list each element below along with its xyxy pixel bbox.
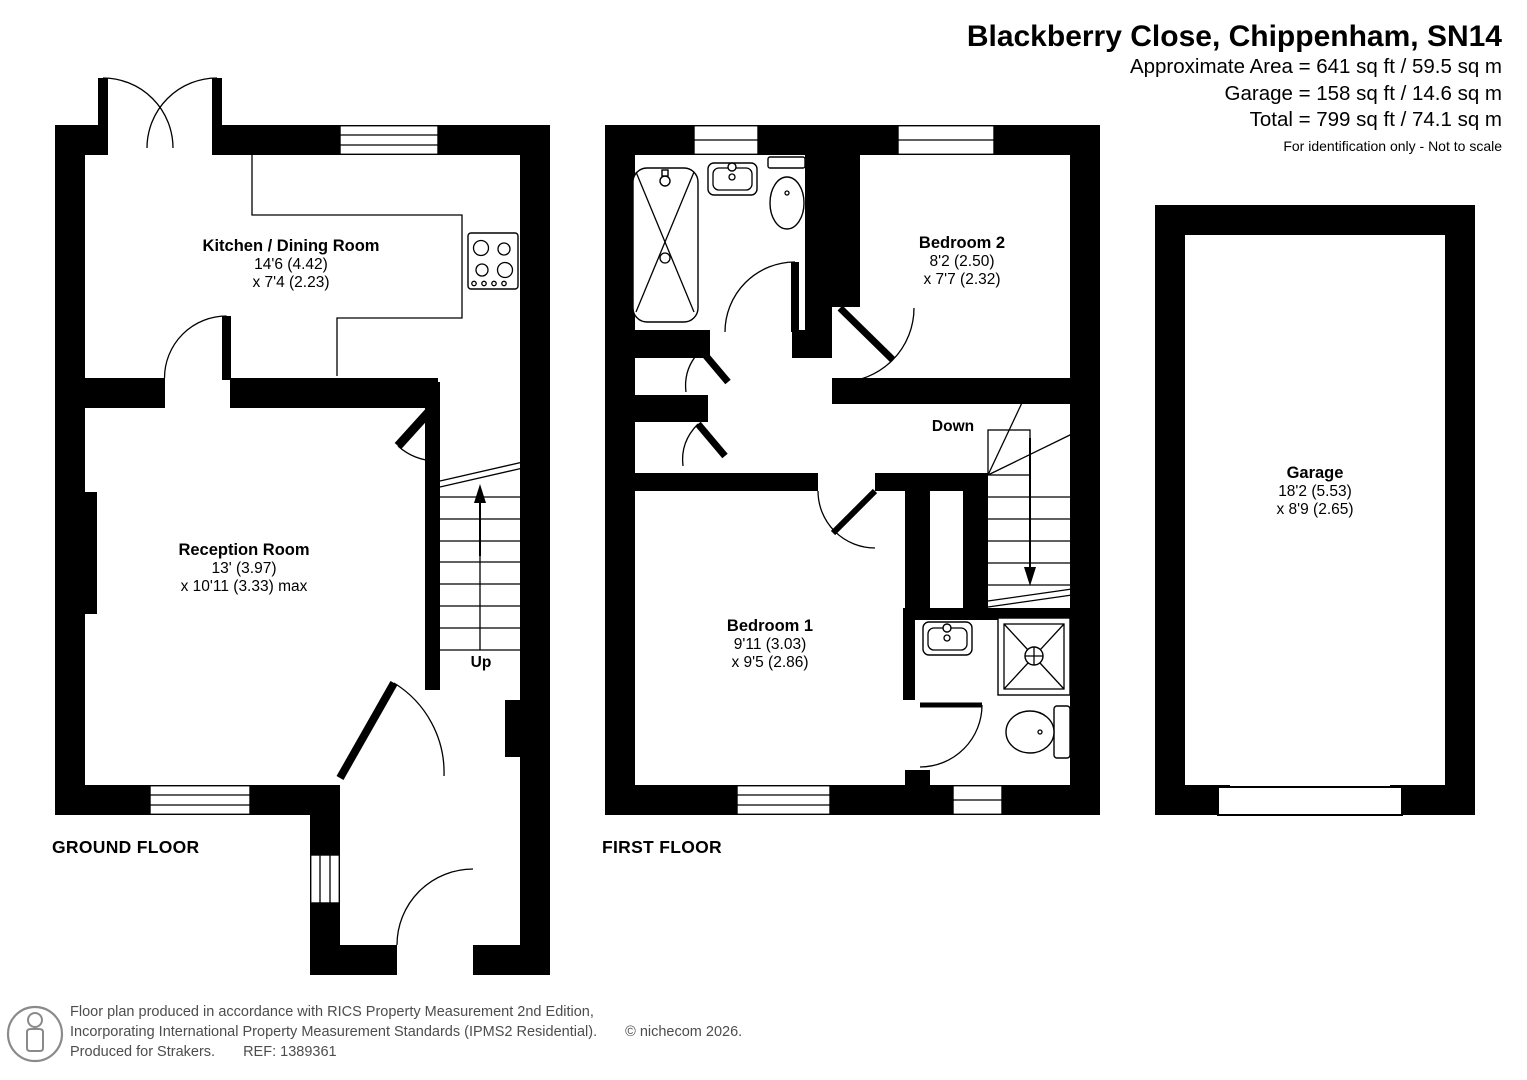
garage-area: Garage = 158 sq ft / 14.6 sq m: [1224, 81, 1502, 105]
header: Blackberry Close, Chippenham, SN14 Appro…: [967, 20, 1502, 154]
footer-ref: REF: 1389361: [243, 1044, 337, 1060]
sink-icon: [922, 621, 973, 656]
copyright: © nichecom 2026.: [625, 1024, 743, 1040]
bathtub-icon: [632, 167, 699, 323]
footer: Floor plan produced in accordance with R…: [70, 1002, 742, 1062]
door-arc: [336, 681, 445, 780]
approximate-area: Approximate Area = 641 sq ft / 59.5 sq m: [1129, 55, 1502, 78]
door-arc: [681, 421, 728, 467]
scale-disclaimer: For identification only - Not to scale: [1283, 137, 1502, 154]
ground-floor-walls: [55, 125, 550, 975]
sink-icon: [707, 162, 758, 196]
room-name: Kitchen / Dining Room: [202, 237, 380, 255]
shower-icon: [997, 617, 1071, 696]
room-name: Reception Room: [178, 541, 310, 559]
room-dim: 18'2 (5.53): [1278, 482, 1352, 500]
window: [310, 854, 341, 904]
garage-door: [1217, 785, 1403, 816]
room-dim: x 10'11 (3.33) max: [180, 578, 308, 595]
window: [339, 124, 439, 155]
door-arc: [163, 315, 231, 380]
room-dim: 14'6 (4.42): [254, 255, 328, 273]
room-name: Garage: [1286, 464, 1344, 482]
window: [693, 124, 759, 155]
room-label-reception: Reception Room 13' (3.97) x 10'11 (3.33)…: [178, 541, 309, 597]
first-floor-label: FIRST FLOOR: [602, 837, 722, 857]
room-dim: 13' (3.97): [211, 559, 277, 577]
french-doors: [98, 77, 222, 155]
total-area: Total = 799 sq ft / 74.1 sq m: [1249, 108, 1502, 131]
window: [736, 785, 831, 816]
stairs-down: [987, 389, 1073, 608]
stairs-up: [439, 461, 524, 651]
door-arc: [919, 702, 983, 768]
kitchen-counter: [251, 155, 463, 376]
room-dim: x 7'4 (2.23): [252, 274, 330, 291]
room-name: Bedroom 2: [918, 234, 1006, 252]
toilet-icon: [1005, 705, 1071, 759]
ground-floor-plan: [55, 77, 550, 975]
garage-walls: [1155, 205, 1475, 815]
room-label-bedroom1: Bedroom 1 9'11 (3.03) x 9'5 (2.86): [727, 617, 813, 673]
door-arc: [837, 305, 915, 383]
first-floor-plan: [605, 124, 1100, 816]
room-dim: 9'11 (3.03): [733, 635, 807, 653]
window: [149, 785, 251, 816]
door-arc: [396, 868, 474, 946]
window: [897, 124, 995, 155]
hob-icon: [467, 232, 519, 290]
door-arc: [724, 261, 799, 333]
page-title: Blackberry Close, Chippenham, SN14: [966, 20, 1502, 53]
toilet-icon: [767, 156, 806, 230]
room-dim: x 8'9 (2.65): [1276, 501, 1354, 518]
footer-line1: Floor plan produced in accordance with R…: [70, 1004, 594, 1020]
footer-line2: Incorporating International Property Mea…: [70, 1024, 598, 1040]
room-label-bedroom2: Bedroom 2 8'2 (2.50) x 7'7 (2.32): [919, 234, 1005, 290]
door-arc: [817, 488, 878, 549]
stairs-down-label: Down: [931, 418, 975, 435]
stairs-up-label: Up: [470, 654, 492, 671]
room-dim: x 9'5 (2.86): [731, 654, 809, 671]
room-name: Bedroom 1: [726, 617, 814, 635]
person-icon: [6, 1005, 64, 1063]
room-label-garage: Garage 18'2 (5.53) x 8'9 (2.65): [1276, 464, 1353, 520]
room-dim: x 7'7 (2.32): [923, 271, 1001, 288]
room-dim: 8'2 (2.50): [929, 252, 995, 270]
window: [952, 785, 1003, 816]
footer-line3: Produced for Strakers.: [70, 1044, 216, 1060]
first-floor-walls: [605, 125, 1100, 815]
ground-floor-label: GROUND FLOOR: [52, 837, 200, 857]
door-arc: [394, 400, 440, 462]
garage-plan: [1155, 205, 1475, 816]
door-arc: [684, 347, 731, 393]
room-label-kitchen: Kitchen / Dining Room 14'6 (4.42) x 7'4 …: [203, 237, 380, 293]
